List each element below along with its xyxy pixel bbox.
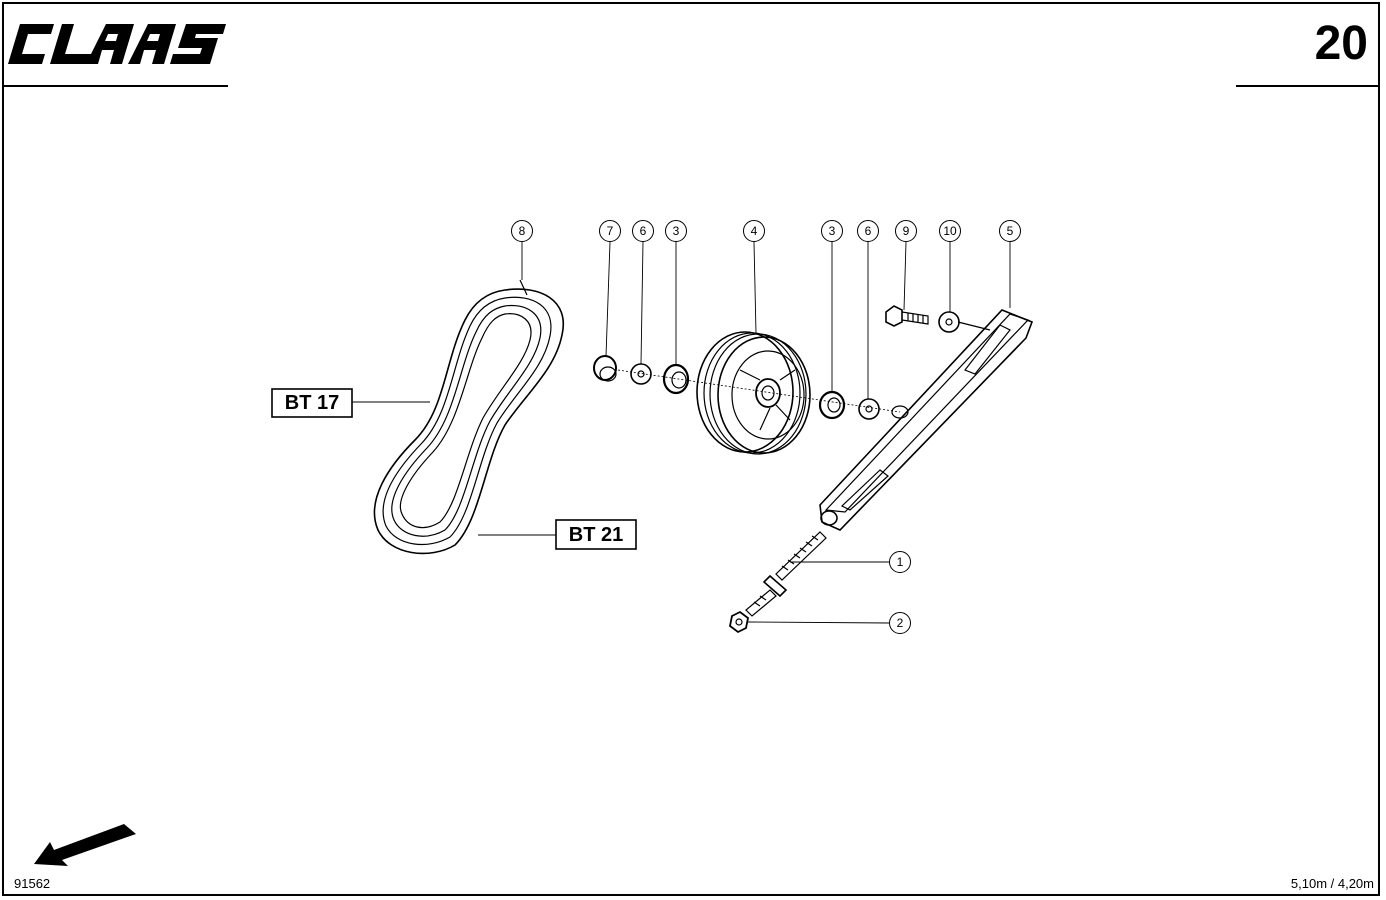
callout-5-label: 5: [1007, 224, 1014, 238]
callout-2-label: 2: [897, 616, 904, 630]
callout-7-label: 7: [607, 224, 614, 238]
callout-5: 5: [999, 220, 1021, 242]
callout-4: 4: [743, 220, 765, 242]
reference-bt21-label: BT 21: [569, 524, 623, 546]
reference-bt17[interactable]: BT 17: [271, 388, 353, 418]
callout-3-right: 3: [821, 220, 843, 242]
reference-bt21[interactable]: BT 21: [555, 519, 637, 550]
washer-left-drawing: [630, 363, 652, 385]
tensioner-arm-drawing: [819, 309, 1034, 531]
page-number: 20: [1314, 17, 1368, 70]
callout-9-label: 9: [903, 224, 910, 238]
pulley-drawing: [696, 331, 811, 455]
callout-9: 9: [895, 220, 917, 242]
cap-drawing: [593, 355, 617, 382]
callout-6-left: 6: [632, 220, 654, 242]
variant-label: 5,10m / 4,20m: [1290, 876, 1374, 891]
callout-8: 8: [511, 220, 533, 242]
callout-4-label: 4: [751, 224, 758, 238]
callout-10: 10: [939, 220, 961, 242]
callout-1-label: 1: [897, 555, 904, 569]
callout-1: 1: [889, 551, 911, 573]
callout-2: 2: [889, 612, 911, 634]
washer-small-drawing: [938, 311, 991, 333]
header-rule-left: [2, 85, 228, 87]
washer-right-drawing: [858, 398, 880, 420]
callout-10-label: 10: [943, 224, 957, 238]
header-rule-right: [1236, 85, 1380, 87]
bolt-small-drawing: [885, 305, 929, 327]
callout-3-left: 3: [665, 220, 687, 242]
nut-drawing: [729, 610, 749, 634]
leader-lines: [352, 241, 1011, 624]
callout-7: 7: [599, 220, 621, 242]
belt-drawing: [373, 279, 565, 555]
reference-bt17-label: BT 17: [285, 392, 339, 414]
bearing-right-drawing: [818, 390, 846, 420]
callout-6-left-label: 6: [640, 224, 647, 238]
callout-3-right-label: 3: [829, 224, 836, 238]
callout-3-left-label: 3: [673, 224, 680, 238]
drawing-number: 91562: [14, 876, 51, 891]
direction-arrow-icon: [34, 824, 136, 866]
callout-6-right-label: 6: [865, 224, 872, 238]
bearing-left-drawing: [662, 363, 690, 395]
callout-8-label: 8: [519, 224, 526, 238]
long-bolt-drawing: [745, 531, 827, 617]
callout-6-right: 6: [857, 220, 879, 242]
claas-logo: [8, 24, 226, 64]
